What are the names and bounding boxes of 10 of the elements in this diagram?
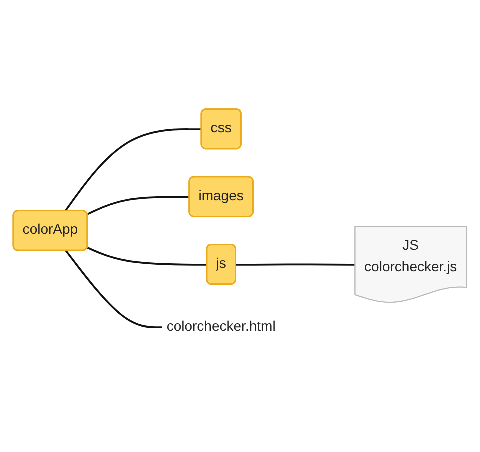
connector-line (65, 250, 162, 328)
folder-box: images (188, 176, 254, 218)
folder-box: colorApp (12, 210, 88, 252)
connector-line (87, 247, 208, 266)
connector-line (236, 264, 356, 266)
file-box: JS colorchecker.js (354, 226, 467, 303)
connector-line (64, 128, 202, 212)
folder-box: js (206, 244, 236, 286)
folder-box: css (200, 108, 242, 150)
connector-line (87, 196, 190, 216)
